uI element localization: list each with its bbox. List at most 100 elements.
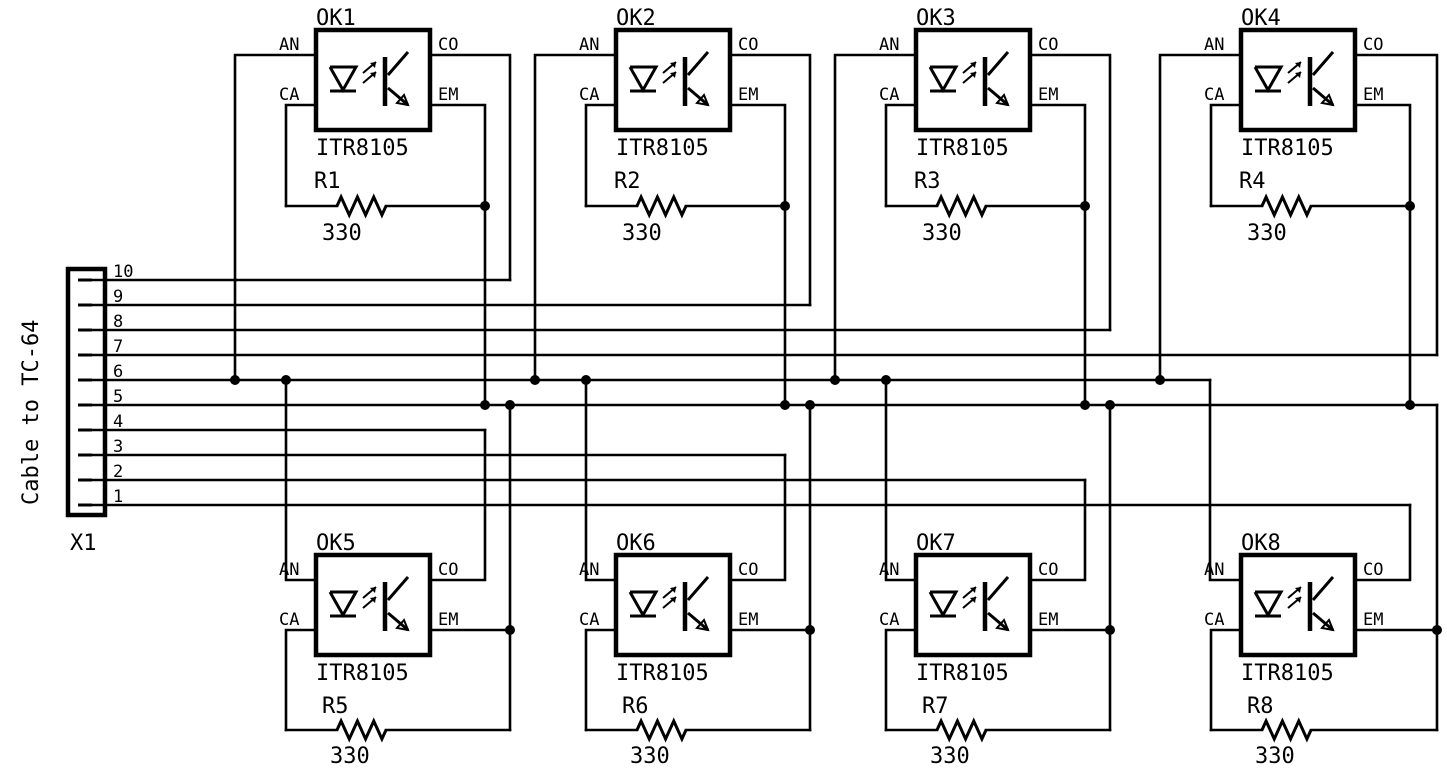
light-arrow-head [670,597,676,603]
connector-pin-number: 5 [113,387,123,407]
led-triangle [328,65,359,94]
resistor-value: 330 [330,744,370,769]
collector-wire [428,428,487,582]
junction-dot [505,400,515,410]
light-arrow-head [670,72,676,78]
resistor-name: R3 [914,169,941,194]
pin-label-co: CO [1363,35,1383,55]
resistor-name: R7 [922,694,949,719]
anode-wire [284,378,318,582]
connector-name: X1 [70,531,97,556]
pin-label-an: AN [1204,35,1224,55]
transistor-collector [986,576,1010,601]
junction-dot [1155,375,1165,385]
pin-label-an: AN [279,560,299,580]
pin-label-co: CO [1363,560,1383,580]
pin-label-em: EM [438,85,458,105]
cathode-wire [884,103,918,208]
transistor-emitter [387,86,409,107]
part-number: ITR8105 [1241,661,1334,686]
transistor-collector [686,576,710,601]
pin-label-an: AN [1204,560,1224,580]
anode-wire [833,53,918,382]
transistor-collector [1311,51,1335,76]
resistor-zigzag [635,717,688,743]
anode-wire [884,378,918,582]
light-arrow-head [1295,72,1301,78]
resistor-name: R6 [622,694,649,719]
emitter-wire [1028,103,1087,407]
optocoupler-name: OK7 [916,531,956,556]
transistor-collector [686,51,710,76]
pin-label-em: EM [1038,610,1058,630]
transistor-emitter [1312,86,1334,107]
connector-body [65,266,108,518]
emitter-wire [428,103,487,407]
anode-wire [233,53,318,382]
light-arrow-head [1295,62,1301,68]
junction-dot [281,375,291,385]
transistor-emitter [687,86,709,107]
resistor-zigzag [335,717,388,743]
pin-label-an: AN [579,35,599,55]
light-arrow-head [1295,587,1301,593]
pin-label-an: AN [879,560,899,580]
pin-label-em: EM [738,610,758,630]
anode-wire [533,53,618,382]
pin-label-an: AN [879,35,899,55]
collector-wire [1028,53,1112,332]
emitter-arrow [995,93,1010,107]
cathode-wire [584,103,618,208]
optocoupler-name: OK4 [1241,6,1281,31]
signal-bus [90,278,1439,507]
light-arrow-head [1295,597,1301,603]
resistor-name: R2 [614,169,641,194]
optocoupler-name: OK8 [1241,531,1281,556]
resistor-zigzag [935,193,988,219]
resistor-zigzag [335,193,388,219]
pin-label-an: AN [279,35,299,55]
transistor-emitter [1312,611,1334,632]
led-triangle [628,65,659,94]
connector-pin-number: 4 [113,412,123,432]
emitter-wire [1028,403,1112,632]
connector-pin-number: 9 [113,287,123,307]
connector-pin-number: 7 [113,337,123,357]
part-number: ITR8105 [916,136,1009,161]
connector-pin-number: 3 [113,437,123,457]
emitter-wire [728,403,812,632]
part-number: ITR8105 [916,661,1009,686]
connector-caption: Cable to TC-64 [19,320,44,505]
optocoupler-name: OK3 [916,6,956,31]
led-triangle [328,590,359,619]
pin-label-co: CO [438,35,458,55]
pin-label-ca: CA [279,610,299,630]
transistor-emitter [387,611,409,632]
part-number: ITR8105 [616,136,709,161]
resistor-value: 330 [1247,221,1287,246]
emitter-arrow [695,93,710,107]
resistor-value: 330 [1255,744,1295,769]
emitter-wire [428,403,512,632]
emitter-arrow [395,618,410,632]
pin-label-co: CO [1038,560,1058,580]
light-arrow-head [970,597,976,603]
pin-label-an: AN [579,560,599,580]
resistor-zigzag [1260,717,1313,743]
optocoupler-body [613,27,733,133]
optocoupler-body [1238,27,1358,133]
led-triangle [928,590,959,619]
transistor-emitter [987,611,1009,632]
junction-dot [230,375,240,385]
led-triangle [928,65,959,94]
led-triangle [1253,590,1284,619]
optocoupler-body [913,27,1033,133]
emitter-arrow [1320,93,1335,107]
pin-label-co: CO [738,35,758,55]
junction-dot [881,375,891,385]
